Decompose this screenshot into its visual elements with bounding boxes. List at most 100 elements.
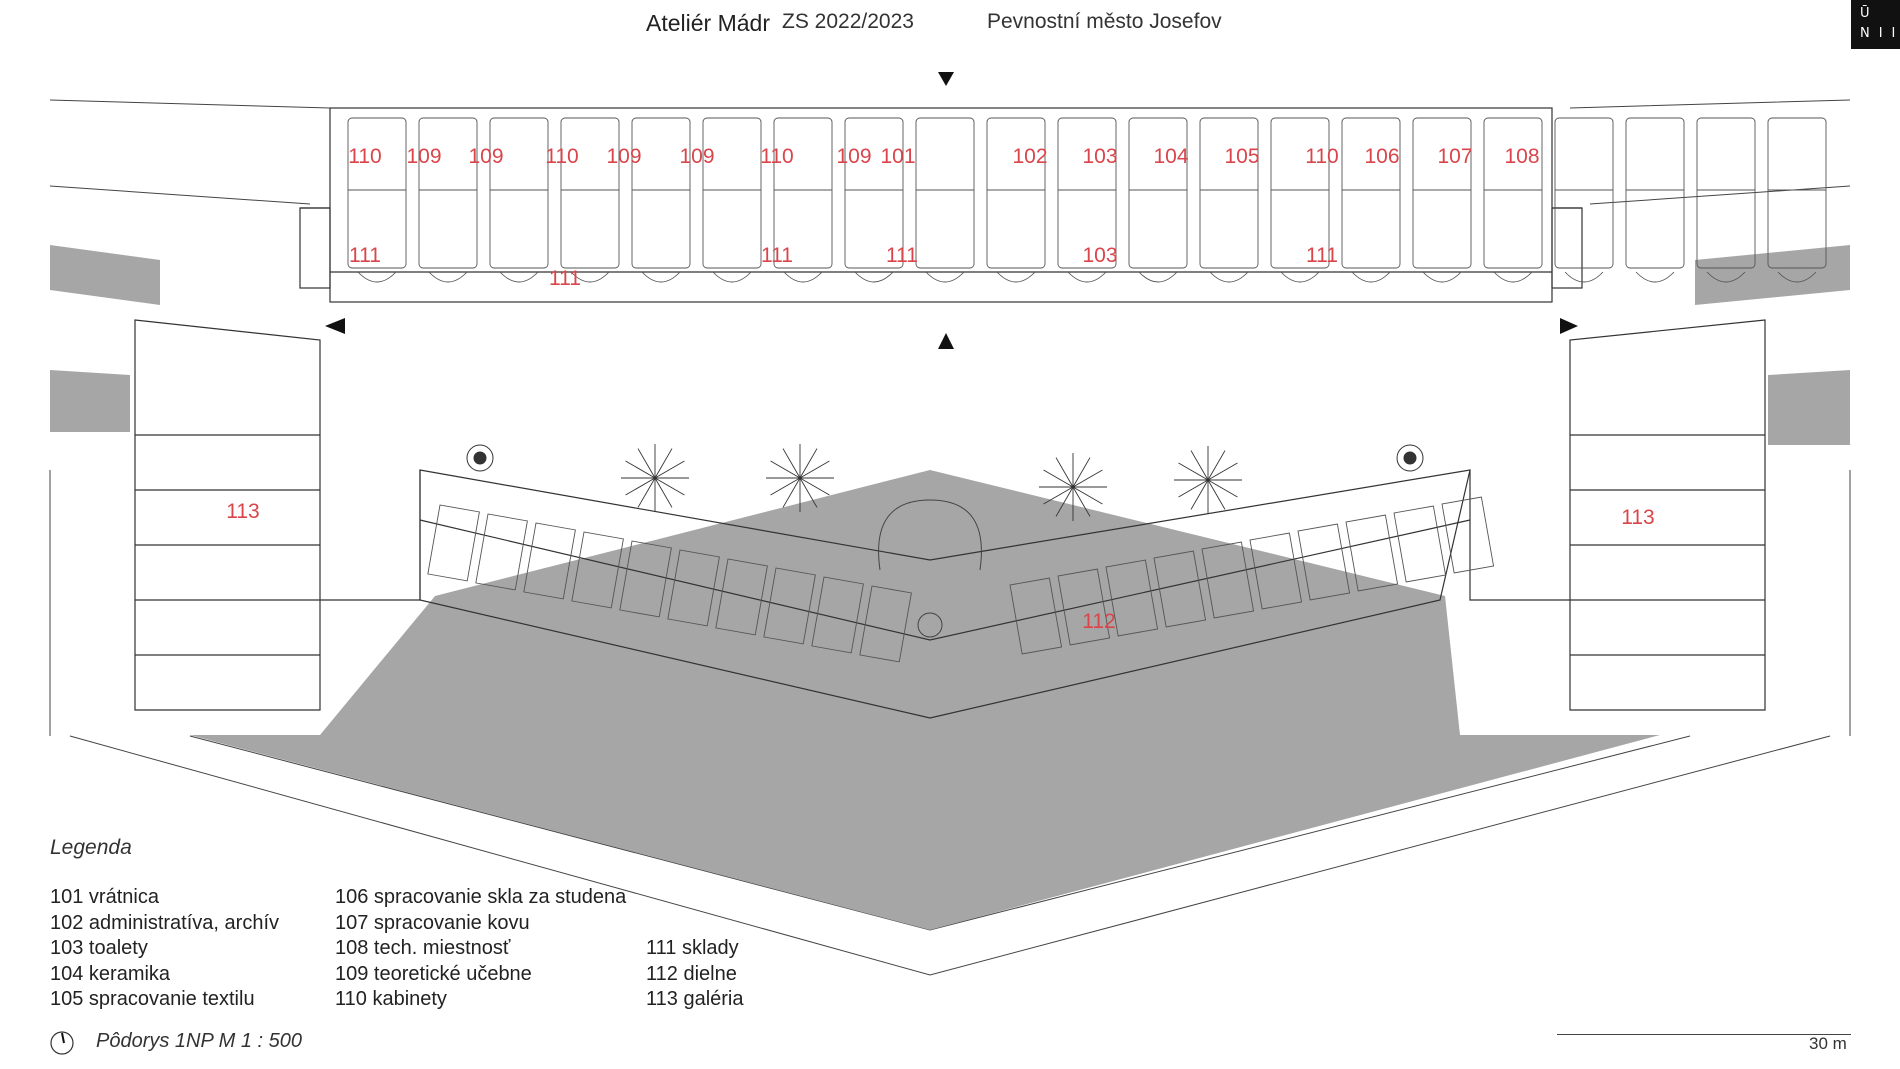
tree-branch (654, 460, 685, 479)
workshop-bay (1345, 514, 1399, 592)
room-bay (1270, 117, 1330, 269)
legend-title: Legenda (50, 836, 132, 859)
room-number: 104 (1153, 145, 1188, 168)
room-number: 105 (1224, 145, 1259, 168)
workshop-bay (1153, 550, 1207, 628)
tree-branch (799, 477, 830, 496)
trees (621, 444, 1242, 521)
tree-icon (1174, 446, 1242, 514)
workshop-bay (811, 576, 864, 654)
room-bay (1625, 117, 1685, 269)
fountain-icon (466, 444, 1424, 472)
room-number: 103 (1082, 145, 1117, 168)
room-bay (844, 117, 904, 269)
workshop-bay (715, 558, 768, 636)
door-swing (1351, 271, 1391, 283)
door-swing (570, 271, 610, 283)
tree-branch (1072, 486, 1103, 505)
legend-item: 113 galéria (646, 988, 744, 1010)
room-number: 111 (886, 244, 918, 267)
scale-label: 30 m (1809, 1034, 1847, 1053)
north-arrow-icon (50, 1031, 74, 1055)
door-swing (783, 271, 823, 283)
room-bay (1199, 117, 1259, 269)
door-swing (357, 271, 397, 283)
room-bay (1554, 117, 1614, 269)
tree-branch (1207, 479, 1238, 498)
room-bay (915, 117, 975, 269)
room-number: 111 (761, 244, 793, 267)
door-swing (1209, 271, 1249, 283)
room-number: 107 (1437, 145, 1472, 168)
room-bay (702, 117, 762, 269)
room-bay (986, 117, 1046, 269)
room-number: 109 (606, 145, 641, 168)
room-number: 101 (880, 145, 915, 168)
tree-branch (770, 460, 801, 479)
tree-branch (637, 448, 656, 479)
tree-branch (799, 460, 830, 479)
tree-branch (625, 477, 656, 496)
south-building (419, 469, 1471, 719)
room-bay (1057, 117, 1117, 269)
door-swing (499, 271, 539, 283)
tree-branch (654, 477, 673, 508)
tree-branch (1072, 457, 1091, 488)
project-place: Pevnostní město Josefov (987, 10, 1222, 33)
tree-icon (1039, 453, 1107, 521)
tree-branch (1055, 486, 1074, 517)
plan-caption: Pôdorys 1NP M 1 : 500 (96, 1030, 303, 1052)
tree-branch (637, 477, 656, 508)
entrance-arrow-icon (325, 72, 1578, 349)
door-swing (1422, 271, 1462, 283)
door-swing (1280, 271, 1320, 283)
room-bay (773, 117, 833, 269)
atelier-title: Ateliér Mádr (646, 10, 770, 36)
semester-label: ZS 2022/2023 (782, 10, 914, 33)
door-swing (996, 271, 1036, 283)
door-swing (1706, 271, 1746, 283)
room-number: 102 (1012, 145, 1047, 168)
legend-item: 105 spracovanie textilu (50, 988, 255, 1010)
tree-branch (1178, 479, 1209, 498)
room-number: 110 (545, 145, 578, 168)
door-swing (1777, 271, 1817, 283)
room-bay (1341, 117, 1401, 269)
workshop-bay (1105, 559, 1159, 637)
school-logo: Ū NII (1851, 0, 1900, 49)
workshop-bay (1393, 505, 1447, 583)
room-bay (1696, 117, 1756, 269)
door-swing (1138, 271, 1178, 283)
room-number: 112 (1082, 610, 1115, 633)
legend-item: 109 teoretické učebne (335, 962, 532, 985)
room-number: 111 (1306, 244, 1338, 267)
room-number: 110 (348, 145, 381, 168)
tree-icon (621, 444, 689, 512)
legend-item: 108 tech. miestnosť (335, 937, 511, 959)
tree-branch (1178, 462, 1209, 481)
scale-bar (1557, 1034, 1851, 1035)
legend-item: 112 dielne (646, 962, 737, 985)
legend-item: 103 toalety (50, 937, 148, 959)
room-bay (347, 117, 407, 269)
workshop-bay (1057, 568, 1111, 646)
workshop-bay (1009, 577, 1063, 655)
workshop-bay (859, 585, 912, 663)
room-number: 110 (760, 145, 793, 168)
tree-branch (782, 448, 801, 479)
workshop-bay (667, 549, 720, 627)
tree-branch (654, 448, 673, 479)
room-number: 109 (836, 145, 871, 168)
door-swing (854, 271, 894, 283)
workshop-bay (571, 531, 624, 609)
room-number: 109 (468, 145, 503, 168)
workshop-bay (1201, 541, 1255, 619)
tree-branch (625, 460, 656, 479)
room-bay (1412, 117, 1472, 269)
door-swing (1635, 271, 1675, 283)
door-swing (712, 271, 752, 283)
